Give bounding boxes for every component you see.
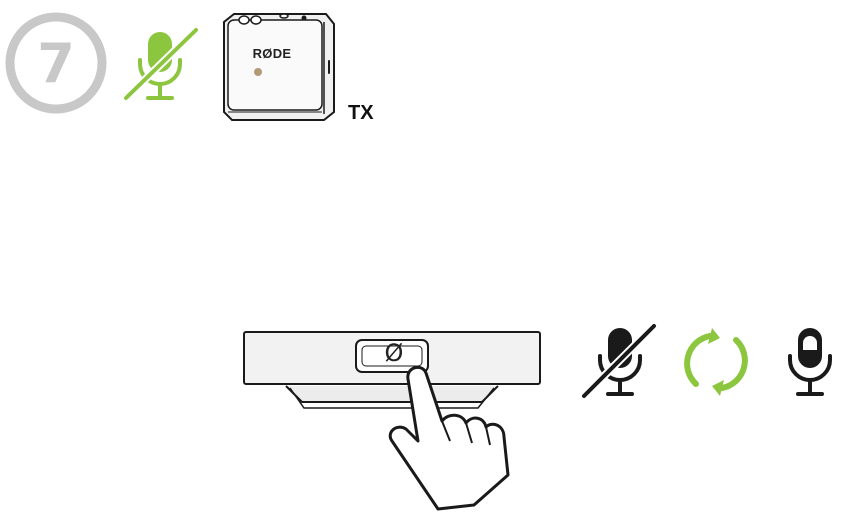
step-number: 7 [37,31,75,95]
cycle-arrows-icon [684,328,748,396]
phase-button-symbol[interactable]: Ø [384,339,404,367]
mic-icon [788,328,832,396]
muted-mic-icon [123,27,199,101]
receiver-device [243,331,541,409]
transmitter-device [223,13,335,121]
brand-logo: RØDE [252,46,292,61]
device-label: TX [348,102,374,124]
step-badge-circle [5,12,107,114]
muted-mic-icon [581,323,657,399]
hand-pointer-icon [388,365,510,511]
